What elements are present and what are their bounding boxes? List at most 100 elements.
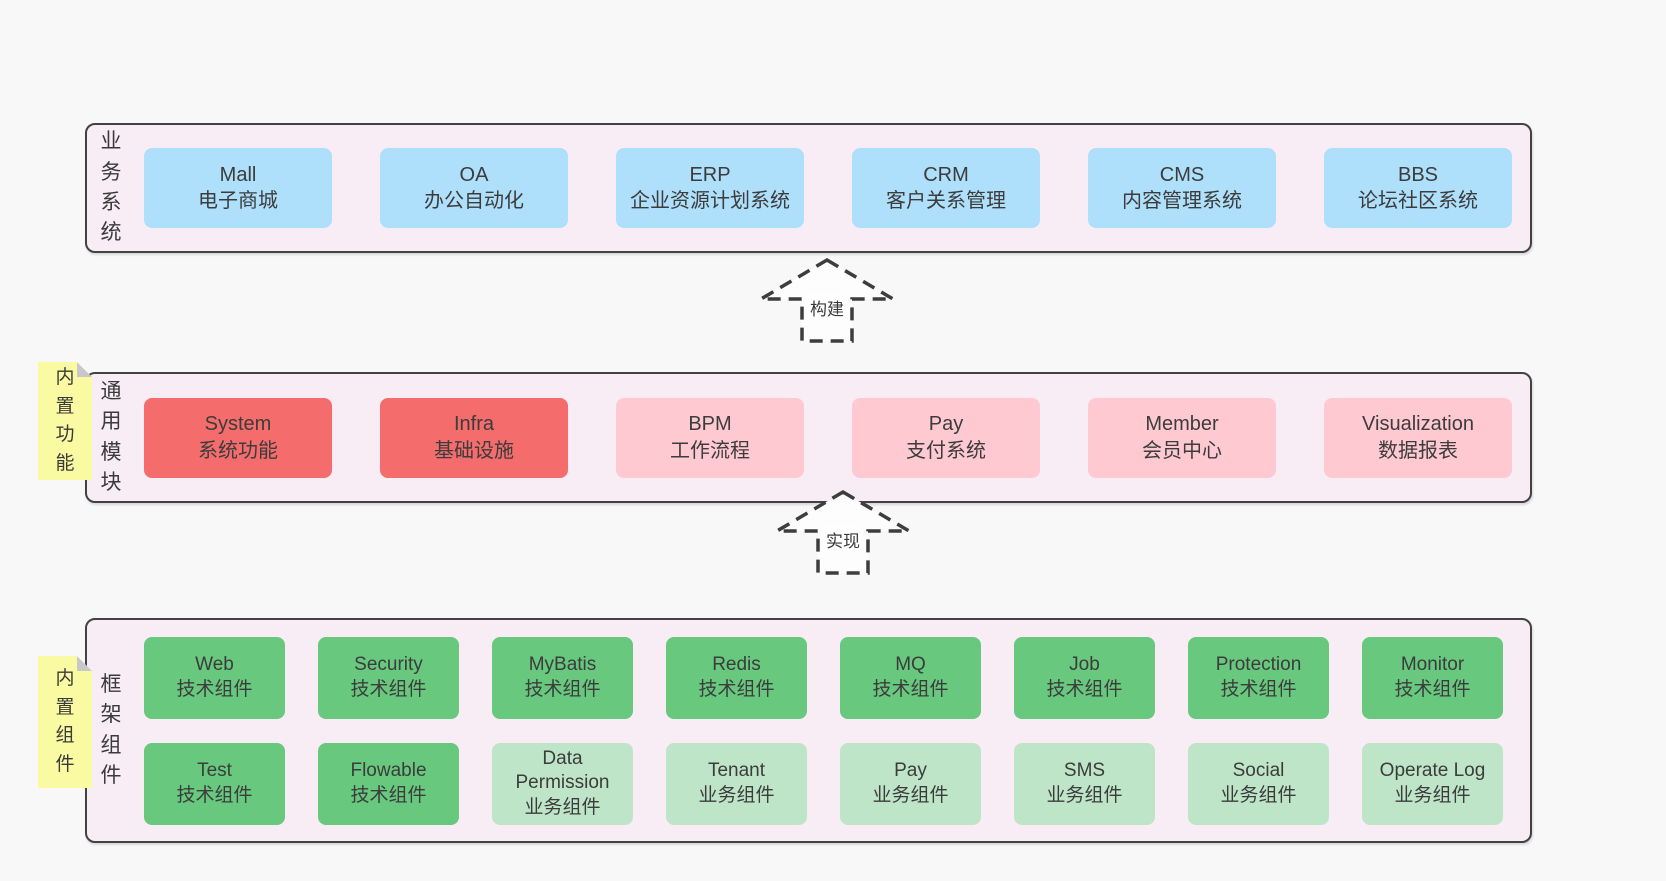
box-title: Web bbox=[195, 654, 234, 676]
box-subtitle: 系统功能 bbox=[198, 439, 278, 462]
box-title: Member bbox=[1145, 413, 1219, 436]
box-subtitle: 技术组件 bbox=[350, 678, 427, 700]
box-security: Security 技术组件 bbox=[318, 636, 459, 719]
box-pay-business: Pay 业务组件 bbox=[840, 742, 981, 825]
box-subtitle: 内容管理系统 bbox=[1122, 190, 1242, 212]
box-title: Infra bbox=[453, 413, 495, 436]
box-subtitle: 办公自动化 bbox=[424, 190, 524, 212]
sticky-note-text: 内置功能 bbox=[55, 367, 75, 474]
box-subtitle: 电子商城 bbox=[198, 190, 278, 212]
business-systems-row: Mall 电子商城 OA 办公自动化 ERP 企业资源计划系统 CRM 客户关系… bbox=[144, 148, 1512, 228]
box-subtitle: 技术组件 bbox=[176, 784, 253, 806]
framework-components-row-2: Test 技术组件 Flowable 技术组件 Data Permission … bbox=[144, 742, 1503, 825]
box-subtitle: 会员中心 bbox=[1142, 439, 1222, 462]
box-subtitle: 技术组件 bbox=[176, 678, 253, 700]
sticky-note-builtin-features: 内置功能 bbox=[38, 362, 92, 480]
box-title: Flowable bbox=[350, 760, 427, 782]
box-protection: Protection 技术组件 bbox=[1188, 636, 1329, 719]
box-title: Visualization bbox=[1362, 413, 1474, 436]
sticky-note-builtin-components: 内置组件 bbox=[38, 656, 92, 788]
box-title: BBS bbox=[1397, 163, 1439, 186]
box-subtitle: 客户关系管理 bbox=[886, 190, 1006, 212]
box-data-permission: Data Permission 业务组件 bbox=[492, 742, 633, 825]
sticky-note-text: 内置组件 bbox=[55, 668, 75, 775]
box-subtitle: 技术组件 bbox=[872, 678, 949, 700]
box-erp: ERP 企业资源计划系统 bbox=[616, 148, 804, 228]
box-subtitle: 技术组件 bbox=[698, 678, 775, 700]
box-subtitle: 论坛社区系统 bbox=[1358, 190, 1478, 212]
box-flowable: Flowable 技术组件 bbox=[318, 742, 459, 825]
box-subtitle: 支付系统 bbox=[906, 439, 986, 462]
box-title: MyBatis bbox=[528, 654, 597, 676]
box-title: System bbox=[204, 413, 272, 436]
box-tenant: Tenant 业务组件 bbox=[666, 742, 807, 825]
box-monitor: Monitor 技术组件 bbox=[1362, 636, 1503, 719]
box-subtitle: 企业资源计划系统 bbox=[630, 190, 790, 212]
box-subtitle: 技术组件 bbox=[1220, 678, 1297, 700]
box-subtitle: 工作流程 bbox=[670, 439, 750, 462]
box-test: Test 技术组件 bbox=[144, 742, 285, 825]
box-subtitle: 数据报表 bbox=[1378, 439, 1458, 462]
box-title: OA bbox=[459, 163, 489, 186]
box-social: Social 业务组件 bbox=[1188, 742, 1329, 825]
framework-components-row-1: Web 技术组件 Security 技术组件 MyBatis 技术组件 Redi… bbox=[144, 636, 1503, 719]
common-modules-row: System 系统功能 Infra 基础设施 BPM 工作流程 Pay 支付系统… bbox=[144, 397, 1512, 478]
layer-business-systems: 业务系统 Mall 电子商城 OA 办公自动化 ERP 企业资源计划系统 CRM… bbox=[85, 123, 1532, 253]
layer-common-modules: 通用模块 System 系统功能 Infra 基础设施 BPM 工作流程 Pay… bbox=[85, 372, 1532, 503]
box-subtitle: 业务组件 bbox=[1046, 784, 1123, 806]
box-bpm: BPM 工作流程 bbox=[616, 397, 804, 478]
box-job: Job 技术组件 bbox=[1014, 636, 1155, 719]
box-subtitle: 技术组件 bbox=[1046, 678, 1123, 700]
box-crm: CRM 客户关系管理 bbox=[852, 148, 1040, 228]
layer-label-business-systems: 业务系统 bbox=[100, 130, 122, 245]
box-operate-log: Operate Log 业务组件 bbox=[1362, 742, 1503, 825]
box-title: Pay bbox=[894, 760, 927, 782]
box-system: System 系统功能 bbox=[144, 397, 332, 478]
layer-label-framework-components: 框架组件 bbox=[100, 672, 122, 787]
box-pay: Pay 支付系统 bbox=[852, 397, 1040, 478]
box-mall: Mall 电子商城 bbox=[144, 148, 332, 228]
box-oa: OA 办公自动化 bbox=[380, 148, 568, 228]
layer-label-common-modules: 通用模块 bbox=[100, 379, 122, 494]
box-title: Data Permission bbox=[515, 748, 610, 794]
box-title: Job bbox=[1069, 654, 1100, 676]
box-subtitle: 业务组件 bbox=[1220, 784, 1297, 806]
box-visualization: Visualization 数据报表 bbox=[1324, 397, 1512, 478]
box-title: Social bbox=[1232, 760, 1285, 782]
box-cms: CMS 内容管理系统 bbox=[1088, 148, 1276, 228]
arrow-implement: 实现 bbox=[773, 489, 913, 575]
box-title: Redis bbox=[712, 654, 761, 676]
box-subtitle: 技术组件 bbox=[1394, 678, 1471, 700]
box-title: Tenant bbox=[707, 760, 766, 782]
box-title: Monitor bbox=[1400, 654, 1465, 676]
box-subtitle: 基础设施 bbox=[434, 439, 514, 462]
box-subtitle: 业务组件 bbox=[524, 796, 601, 818]
box-title: SMS bbox=[1063, 760, 1106, 782]
box-web: Web 技术组件 bbox=[144, 636, 285, 719]
box-infra: Infra 基础设施 bbox=[380, 397, 568, 478]
folded-corner-icon bbox=[77, 362, 92, 377]
box-sms: SMS 业务组件 bbox=[1014, 742, 1155, 825]
arrow-build: 构建 bbox=[757, 257, 897, 343]
box-subtitle: 业务组件 bbox=[872, 784, 949, 806]
box-title: Protection bbox=[1215, 654, 1302, 676]
layer-framework-components: 框架组件 Web 技术组件 Security 技术组件 MyBatis 技术组件… bbox=[85, 618, 1532, 843]
box-title: CMS bbox=[1159, 163, 1205, 186]
arrow-build-label: 构建 bbox=[807, 295, 847, 320]
box-subtitle: 技术组件 bbox=[524, 678, 601, 700]
box-mybatis: MyBatis 技术组件 bbox=[492, 636, 633, 719]
framework-components-rows: Web 技术组件 Security 技术组件 MyBatis 技术组件 Redi… bbox=[144, 636, 1503, 825]
box-title: CRM bbox=[923, 163, 969, 186]
box-title: BPM bbox=[688, 413, 732, 436]
box-title: Security bbox=[354, 654, 423, 676]
box-title: Operate Log bbox=[1379, 760, 1486, 782]
box-bbs: BBS 论坛社区系统 bbox=[1324, 148, 1512, 228]
box-title: Mall bbox=[219, 163, 257, 186]
box-title: Pay bbox=[928, 413, 964, 436]
box-title: ERP bbox=[689, 163, 731, 186]
box-subtitle: 业务组件 bbox=[1394, 784, 1471, 806]
box-subtitle: 技术组件 bbox=[350, 784, 427, 806]
box-title: MQ bbox=[895, 654, 926, 676]
arrow-implement-label: 实现 bbox=[823, 527, 863, 552]
box-title: Test bbox=[197, 760, 232, 782]
